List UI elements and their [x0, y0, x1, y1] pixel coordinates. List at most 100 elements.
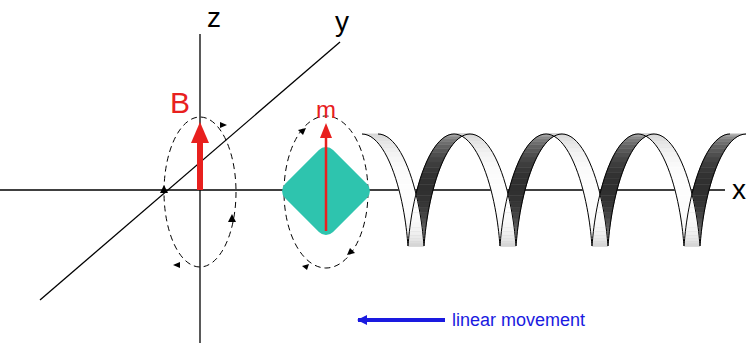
- helix-segment: [573, 162, 591, 167]
- helix-segment: [613, 153, 631, 158]
- helix-segment: [673, 184, 691, 190]
- helix-segment: [479, 157, 497, 162]
- helix-segment: [675, 190, 692, 196]
- helix-segment: [495, 207, 512, 212]
- helix-segment: [611, 157, 629, 162]
- helix-segment: [389, 162, 407, 167]
- helix-segment: [486, 173, 504, 179]
- helix-segment: [608, 162, 626, 167]
- helix-segment: [590, 227, 606, 231]
- helix-segment: [700, 162, 718, 167]
- helix-segment: [592, 244, 608, 246]
- axis-label: y: [335, 8, 349, 36]
- moment-arrowhead: [320, 123, 332, 138]
- movement-arrow: [358, 318, 445, 322]
- helix-segment: [500, 241, 516, 243]
- loop-arrow: [220, 122, 227, 128]
- helix-segment: [521, 153, 539, 158]
- helix-segment: [684, 241, 700, 243]
- helix-segment: [419, 178, 437, 184]
- helix-segment: [583, 190, 600, 196]
- helix-segment: [684, 245, 700, 246]
- helix-segment: [508, 190, 525, 196]
- helix-edge: [378, 134, 746, 246]
- helix-segment: [417, 184, 435, 190]
- loop-arrow: [173, 262, 180, 268]
- helix-segment: [499, 238, 515, 241]
- field-label: B: [170, 88, 190, 118]
- helix-segment: [592, 245, 608, 246]
- loop-arrow: [160, 185, 168, 193]
- helix-segment: [606, 167, 624, 172]
- helix-segment: [684, 243, 700, 245]
- helix-spring: [362, 134, 746, 246]
- helix-segment: [592, 243, 608, 245]
- axis-label: x: [732, 176, 746, 204]
- movement-label: linear movement: [452, 311, 585, 329]
- helix-segment: [498, 223, 515, 228]
- loop-arrow: [302, 264, 309, 270]
- helix-segment: [672, 178, 690, 184]
- helix-segment: [678, 202, 695, 208]
- helix-segment: [500, 244, 516, 246]
- helix-segment: [615, 148, 634, 152]
- helix-segment: [603, 178, 621, 184]
- loop-arrow: [347, 248, 355, 255]
- helix-segment: [477, 153, 495, 158]
- helix-segment: [693, 184, 711, 190]
- helix-segment: [589, 218, 606, 223]
- helix-segment: [481, 162, 499, 167]
- helix-segment: [682, 223, 699, 228]
- helix-segment: [684, 243, 700, 245]
- helix-segment: [385, 153, 403, 158]
- helix-segment: [601, 184, 619, 190]
- loop-arrow: [228, 214, 236, 222]
- helix-segment: [592, 245, 608, 246]
- helix-segment: [684, 245, 700, 246]
- helix-segment: [394, 173, 412, 179]
- loop-arrow: [298, 128, 306, 135]
- helix-segment: [408, 245, 424, 246]
- helix-segment: [408, 243, 424, 245]
- helix-segment: [592, 241, 608, 243]
- magnet-body: m: [274, 96, 378, 246]
- helix-segment: [494, 202, 511, 208]
- helix-segment: [489, 184, 507, 190]
- helix-segment: [512, 173, 530, 179]
- helix-segment: [407, 235, 423, 238]
- helix-segment: [684, 244, 700, 246]
- helix-segment: [498, 227, 514, 231]
- helix-segment: [591, 238, 607, 241]
- helix-segment: [516, 162, 534, 167]
- helix-segment: [695, 178, 713, 184]
- helix-segment: [399, 190, 416, 196]
- helix-segment: [408, 245, 424, 246]
- helix-segment: [382, 148, 401, 152]
- helix-segment: [396, 178, 414, 184]
- field-arrowhead: [191, 122, 209, 143]
- helix-segment: [499, 235, 515, 238]
- helix-segment: [416, 190, 433, 196]
- helix-segment: [592, 243, 608, 245]
- helix-segment: [408, 243, 424, 245]
- field-arrow: [197, 140, 203, 190]
- helix-segment: [406, 227, 422, 231]
- helix-segment: [406, 223, 423, 228]
- helix-segment: [683, 235, 699, 238]
- helix-segment: [427, 157, 445, 162]
- helix-segment: [670, 173, 688, 179]
- helix-segment: [402, 202, 419, 208]
- helix-segment: [408, 244, 424, 246]
- helix-segment: [397, 184, 415, 190]
- helix-segment: [571, 157, 589, 162]
- helix-segment: [523, 148, 542, 152]
- helix-segment: [500, 244, 516, 246]
- helix-segment: [500, 245, 516, 246]
- helix-segment: [500, 243, 516, 245]
- helix-segment: [703, 157, 721, 162]
- helix-segment: [683, 238, 699, 241]
- helix-segment: [600, 190, 617, 196]
- helix-segment: [707, 148, 726, 152]
- helix-segment: [661, 153, 679, 158]
- helix-segment: [509, 184, 527, 190]
